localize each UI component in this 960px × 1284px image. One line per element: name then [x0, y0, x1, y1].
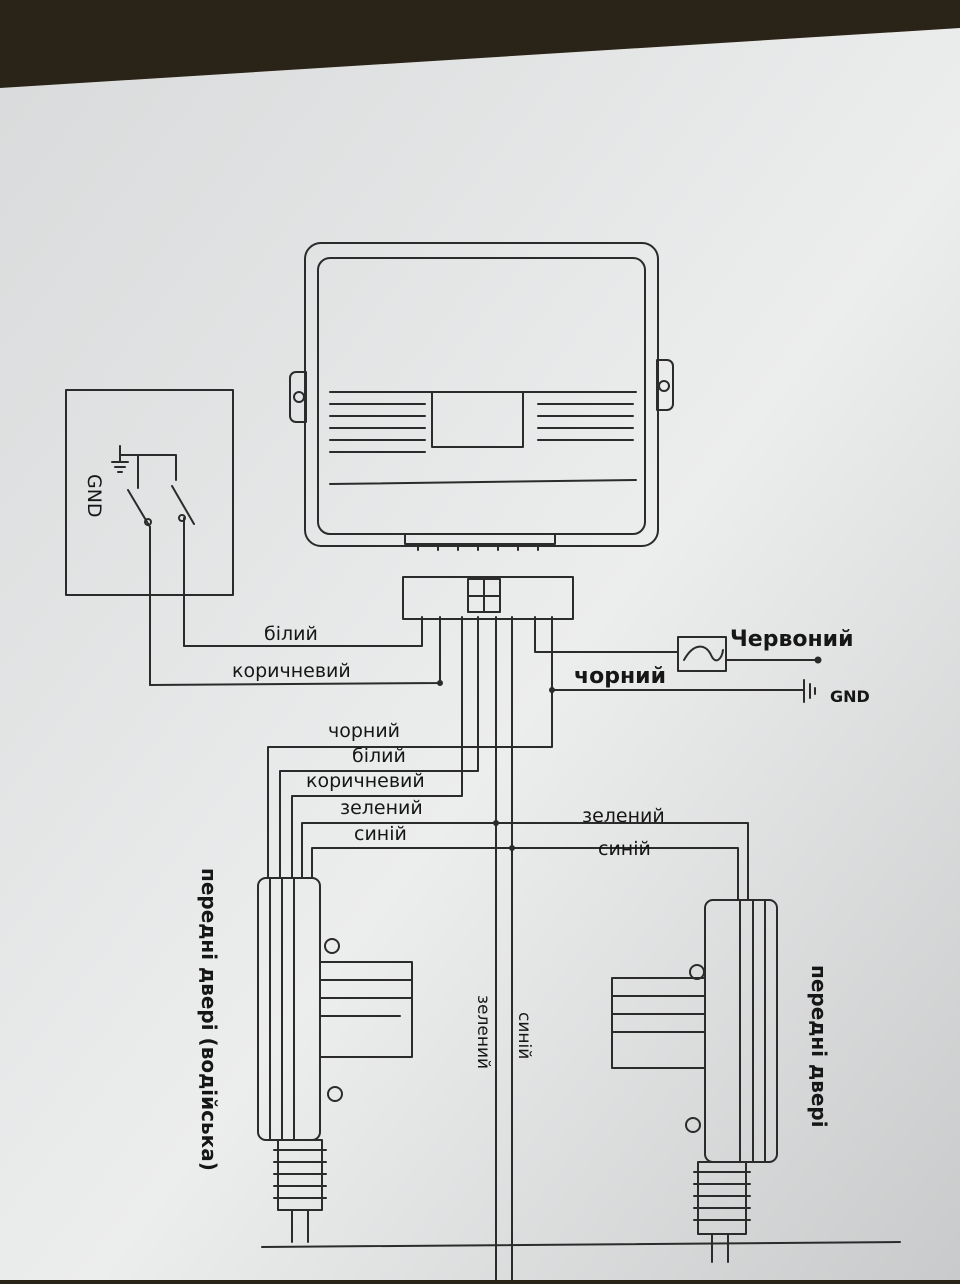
bus-label-bilyi: білий	[352, 745, 406, 767]
door-switch-box	[65, 389, 234, 686]
label-chornyi: чорний	[574, 664, 666, 689]
left-actuator-wires	[279, 616, 749, 1281]
bus-label-zelenyi: зелений	[340, 797, 423, 819]
right-gnd-label: GND	[830, 687, 870, 706]
switch-gnd-label: GND	[83, 474, 105, 518]
label-chervonyi: Червоний	[730, 627, 854, 652]
power-wires	[267, 616, 822, 879]
right-door-title: передні двері	[807, 965, 831, 1128]
vertical-label-synii: синій	[514, 1012, 534, 1059]
bus-label-chornyi: чорний	[328, 720, 400, 742]
left-door-actuator	[257, 877, 413, 1243]
right-label-zelenyi: зелений	[582, 805, 665, 827]
label-bilyi: білий	[264, 623, 318, 645]
bus-label-korychnevyi: коричневий	[306, 770, 425, 792]
label-korychnevyi: коричневий	[232, 660, 351, 682]
junction-dots	[437, 680, 555, 851]
control-unit	[289, 242, 674, 551]
paper-sheet	[0, 28, 960, 1280]
right-door-actuator	[611, 899, 778, 1263]
left-door-title: передні двері (водійська)	[197, 868, 221, 1171]
wire-connector	[402, 576, 574, 620]
vertical-label-zelenyi: зелений	[473, 995, 493, 1069]
bus-label-synii: синій	[354, 823, 407, 845]
right-label-synii: синій	[598, 838, 651, 860]
lower-wire	[261, 1241, 901, 1248]
